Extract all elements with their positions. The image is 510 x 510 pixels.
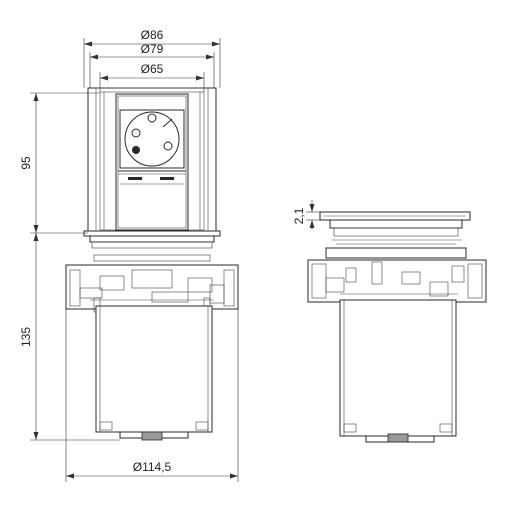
usb-slot-left bbox=[128, 177, 142, 180]
side-dimensions: 2,1 bbox=[292, 200, 320, 230]
front-dimensions: Ø86 Ø79 Ø65 95 135 Ø114,5 bbox=[19, 28, 239, 482]
dim-d79-label: Ø79 bbox=[141, 42, 164, 56]
side-flange bbox=[325, 247, 467, 259]
dim-d114-label: Ø114,5 bbox=[133, 460, 172, 474]
side-body bbox=[339, 299, 457, 437]
dim-t21-label: 2,1 bbox=[292, 207, 306, 224]
front-flange-2 bbox=[89, 235, 215, 243]
outlet-hole-right bbox=[163, 141, 173, 151]
usb-slot-right bbox=[160, 177, 174, 180]
dim-d65-label: Ø65 bbox=[141, 62, 164, 76]
side-view bbox=[307, 211, 487, 443]
front-body bbox=[95, 305, 213, 433]
outlet-key-slot bbox=[162, 118, 173, 128]
front-flange bbox=[83, 230, 221, 237]
front-body-label-left bbox=[99, 421, 113, 431]
side-body-label-left bbox=[343, 423, 357, 433]
dim-h135-label: 135 bbox=[19, 327, 33, 347]
outlet-hole-left bbox=[131, 128, 141, 138]
earth-pin bbox=[147, 113, 157, 123]
dim-h95-label: 95 bbox=[19, 156, 33, 170]
front-body-label-right bbox=[195, 421, 209, 431]
dim-d86-label: Ø86 bbox=[141, 28, 164, 42]
front-view bbox=[65, 87, 239, 441]
side-body-label-right bbox=[439, 423, 453, 433]
side-clamp-housing bbox=[307, 259, 487, 303]
outlet-indicator-dot bbox=[132, 146, 140, 154]
